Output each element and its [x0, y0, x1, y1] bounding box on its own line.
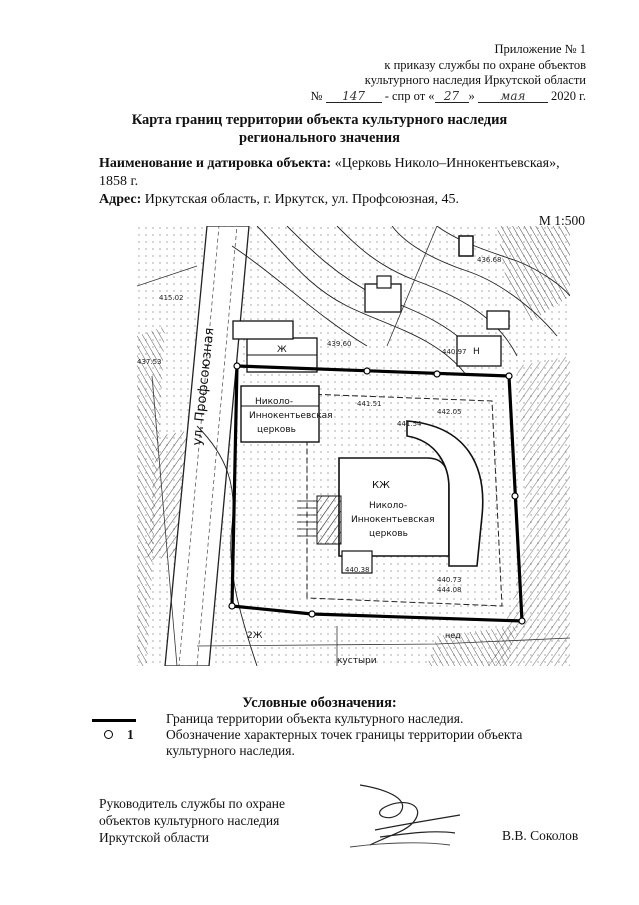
2zh-label: 2Ж	[247, 631, 263, 641]
elev-4: 440.97	[442, 348, 467, 356]
elev-2: 437.53	[137, 358, 162, 366]
elev-10: 440.73	[437, 576, 462, 584]
elev-1: 415.02	[159, 294, 184, 302]
street-band	[164, 226, 250, 666]
elev-9: 441.51	[357, 400, 382, 408]
order-number-handwritten: 147	[325, 90, 382, 103]
elev-6: 442.05	[437, 408, 462, 416]
heritage-boundary	[230, 364, 524, 623]
elev-5: 441.54	[397, 420, 422, 428]
order-line: № 147 - спр от «27» мая 2020 г.	[246, 89, 586, 105]
legend-boundary-line	[92, 719, 136, 722]
small-church-label-1: Николо-	[255, 397, 293, 407]
appendix-line-1: Приложение № 1	[494, 42, 586, 56]
boundary-points	[228, 362, 526, 625]
object-name-label: Наименование и датировка объекта:	[99, 156, 332, 171]
legend-item-2-line-2: культурного наследия.	[166, 743, 295, 758]
map-scale: М 1:500	[538, 213, 585, 228]
title-line-1: Карта границ территории объекта культурн…	[131, 112, 508, 128]
small-church-label-3: церковь	[257, 425, 296, 435]
position-line-1: Руководитель службы по охране	[99, 796, 286, 811]
small-church-label-2: Иннокентьевская	[249, 411, 333, 421]
small-church-outline	[240, 385, 320, 443]
address-label: Адрес:	[99, 192, 142, 207]
order-quote-close: »	[468, 88, 475, 103]
elev-8: 439.60	[327, 340, 352, 348]
legend-item-2: Обозначение характерных точек границы те…	[166, 727, 586, 759]
handwritten-signature	[349, 784, 461, 848]
appendix-block: Приложение № 1 к приказу службы по охран…	[246, 42, 586, 104]
kzh-label: КЖ	[372, 480, 390, 491]
n-label: Н	[473, 347, 480, 357]
order-number-prefix: №	[310, 88, 323, 103]
appendix-line-2: к приказу службы по охране объектов	[384, 57, 586, 72]
zh-label: Ж	[277, 345, 287, 355]
title-line-2: регионального значения	[239, 130, 400, 146]
elev-7: 440.38	[345, 566, 370, 574]
legend-item-1: Граница территории объекта культурного н…	[166, 711, 464, 726]
position-line-3: Иркутской области	[99, 830, 210, 845]
elev-11: 444.08	[437, 586, 462, 594]
object-name-block: Наименование и датировка объекта: «Церко…	[99, 155, 599, 191]
address-value: Иркутская область, г. Иркутск, ул. Профс…	[144, 192, 459, 207]
address-block: Адрес: Иркутская область, г. Иркутск, ул…	[99, 191, 599, 209]
position-line-2: объектов культурного наследия	[99, 813, 280, 828]
map-drawing: ул. Профсоюзная Николо- Иннокентьевская …	[137, 226, 570, 666]
bushes-label: кустыри	[337, 656, 377, 666]
signatory-position: Руководитель службы по охране объектов к…	[99, 795, 329, 846]
main-church-label-1: Николо-	[369, 501, 407, 511]
order-year: 2020 г.	[551, 88, 586, 103]
nezh-label: нед	[445, 631, 461, 640]
document-title: Карта границ территории объекта культурн…	[0, 111, 639, 147]
elev-3: 436.68	[477, 256, 502, 264]
boundary-map: ул. Профсоюзная Николо- Иннокентьевская …	[137, 226, 570, 666]
legend-item-2-line-1: Обозначение характерных точек границы те…	[166, 727, 523, 742]
object-name-value: «Церковь Николо–Иннокентьевская»,	[334, 156, 560, 171]
main-church-label-3: церковь	[369, 529, 408, 539]
appendix-line-3: культурного наследия Иркутской области	[364, 73, 586, 87]
legend-point-number: 1	[127, 727, 134, 742]
order-month-handwritten: мая	[477, 90, 548, 103]
legend-title: Условные обозначения:	[242, 695, 397, 711]
legend-point-marker	[104, 730, 113, 739]
order-day-handwritten: 27	[434, 90, 469, 103]
signatory-name: В.В. Соколов	[502, 828, 579, 843]
order-mid: - спр от «	[384, 88, 435, 103]
object-name-date: 1858 г.	[99, 174, 139, 189]
main-church-label-2: Иннокентьевская	[351, 515, 435, 525]
